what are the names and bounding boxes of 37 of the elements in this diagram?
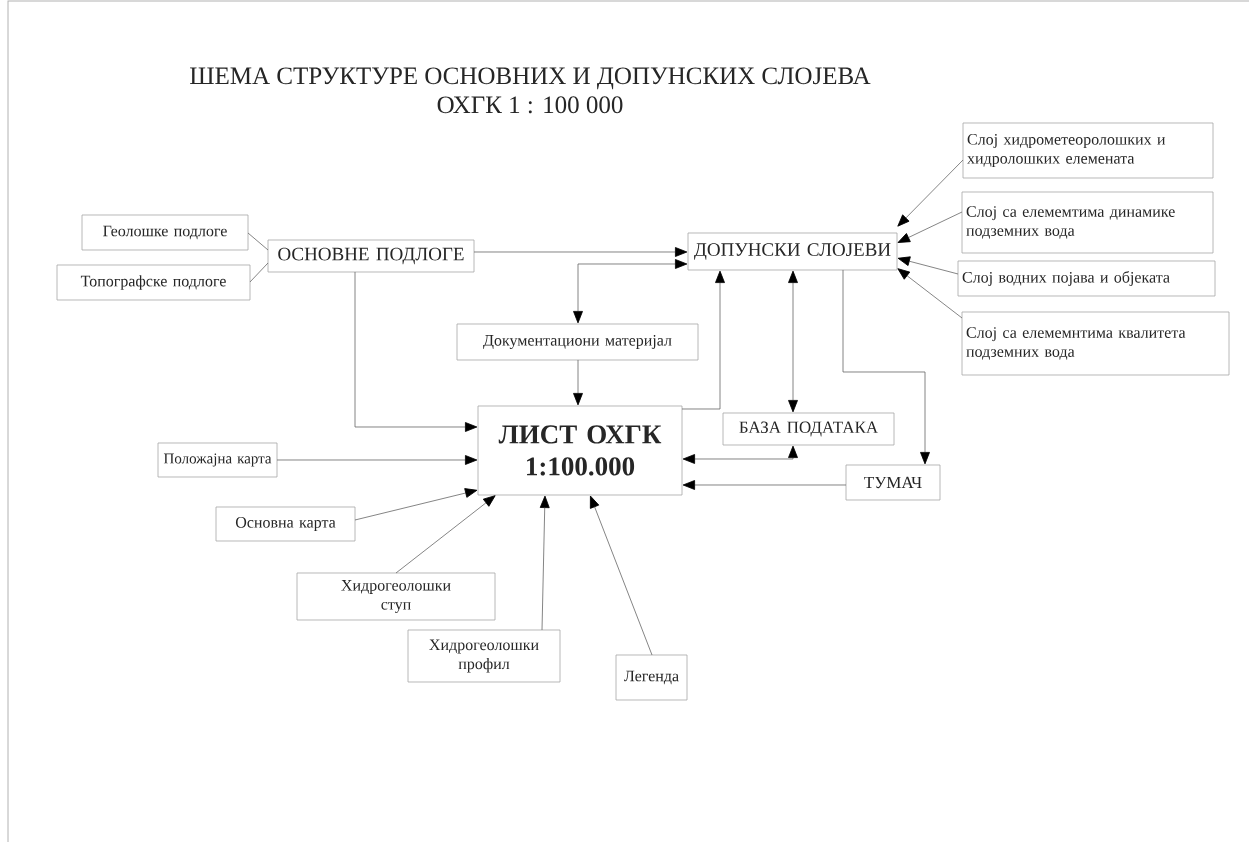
arrow xyxy=(473,247,688,257)
layer-box: Слој са елемемнтима квалитета подземних вода xyxy=(961,311,1230,376)
arrow xyxy=(395,495,496,574)
process-box: БАЗА ПОДАТАКА xyxy=(722,412,895,446)
arrow xyxy=(539,495,550,631)
layer-box: Слој хидрометеоролошких и хидролошких елемената xyxy=(962,122,1214,179)
process-box: Документациони материјал xyxy=(456,323,699,361)
arrow xyxy=(897,256,959,275)
category-box: ОСНОВНЕ ПОДЛОГЕ xyxy=(267,239,475,273)
input-box: Положајна карта xyxy=(157,442,278,478)
input-box: Легенда xyxy=(615,654,688,701)
title: ШЕМА СТРУКТУРЕ ОСНОВНИХ И ДОПУНСКИХ СЛОЈЕВА xyxy=(190,67,871,90)
arrow xyxy=(354,271,478,432)
subtitle: ОХГК 1 : 100 000 xyxy=(437,96,623,114)
arrow xyxy=(682,445,798,464)
arrow xyxy=(681,270,725,410)
arrow xyxy=(897,211,963,243)
source-box: Геолошке подлоге xyxy=(81,214,249,251)
arrow xyxy=(573,259,688,324)
arrow xyxy=(842,269,930,465)
main-box: ЛИСТ ОХГК 1:100.000 xyxy=(477,405,683,496)
category-box: ДОПУНСКИ СЛОЈЕВИ xyxy=(687,232,898,271)
arrow xyxy=(788,270,798,413)
arrow xyxy=(897,268,963,319)
arrow xyxy=(589,495,653,656)
arrow xyxy=(897,159,964,227)
arrow xyxy=(682,480,847,490)
layer-box: Слој са елемемтима динамике подземних вода xyxy=(961,191,1214,254)
input-box: Основна карта xyxy=(215,506,356,542)
input-box: Хидрогеолошки ступ xyxy=(296,572,496,621)
process-box: ТУМАЧ xyxy=(845,464,941,501)
arrow xyxy=(276,455,478,465)
layer-box: Слој водних појава и објеката xyxy=(957,260,1216,297)
source-box: Топографске подлоге xyxy=(56,264,251,301)
arrow xyxy=(573,359,583,406)
input-box: Хидрогеолошки профил xyxy=(407,629,561,683)
arrow xyxy=(354,488,478,521)
